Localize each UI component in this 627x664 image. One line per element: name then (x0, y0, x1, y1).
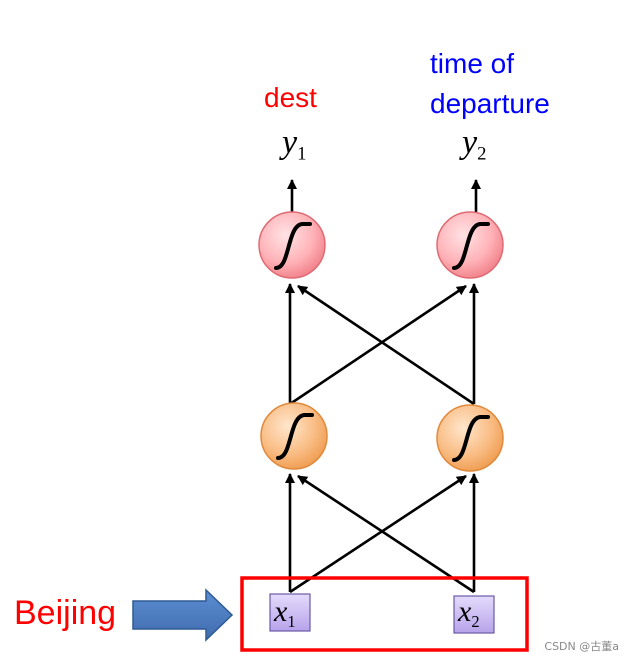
x1-subscript: 1 (287, 611, 296, 631)
y2-subscript: 2 (477, 143, 487, 165)
x1-symbol: x (274, 595, 288, 628)
edge-h2-o1 (297, 284, 475, 406)
input-box-x2 (453, 595, 495, 634)
input-hidden-connections (285, 473, 479, 594)
watermark: CSDN @古董a (544, 640, 619, 653)
edge-x1-h2 (289, 474, 467, 594)
y2-symbol: y (462, 124, 478, 161)
edge-h1-o2 (289, 284, 467, 406)
x2-subscript: 2 (471, 611, 480, 631)
input-highlight-box (240, 576, 529, 652)
x2-symbol: x (458, 595, 472, 628)
dest-label: dest (264, 82, 317, 113)
beijing-label: Beijing (14, 594, 117, 632)
sigmoid-curve-icon (452, 415, 490, 462)
hidden-output-connections (285, 283, 479, 406)
output-node-1 (258, 211, 326, 279)
output-node-2 (436, 211, 504, 279)
output-y2: y2 (462, 126, 486, 164)
output-y1: y1 (282, 126, 306, 164)
output-arrows (287, 179, 481, 212)
hidden-node-1 (260, 402, 328, 470)
input-x1: x1 (274, 597, 296, 630)
sigmoid-curve-icon (274, 222, 312, 270)
y1-symbol: y (282, 124, 298, 161)
hidden-node-2 (436, 404, 504, 472)
time-of-departure-text: time of departure (430, 48, 550, 119)
y1-subscript: 1 (297, 143, 307, 165)
sigmoid-curve-icon (276, 413, 314, 460)
time-of-departure-label: time of departure (430, 44, 590, 124)
right-block-arrow-icon (132, 588, 234, 642)
input-x2: x2 (458, 597, 480, 630)
input-box-x1 (269, 593, 311, 632)
sigmoid-curve-icon (452, 222, 490, 270)
edge-x2-h1 (297, 474, 475, 594)
